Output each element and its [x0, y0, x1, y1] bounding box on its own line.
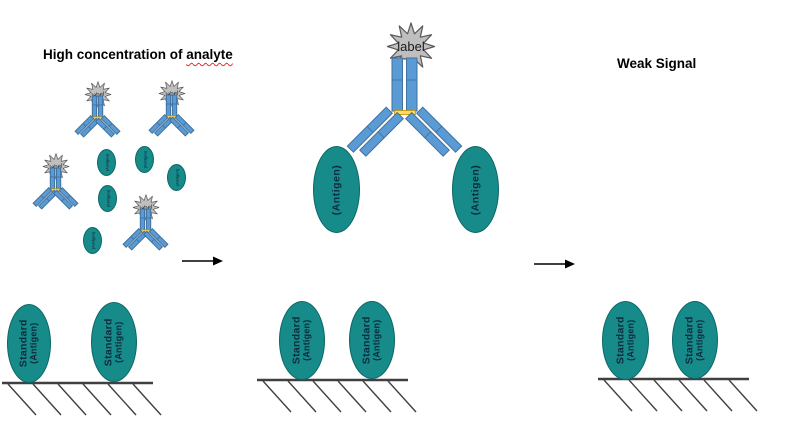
bound-antigen-oval: (Antigen)	[452, 146, 499, 233]
standard-antigen-label: Standard (Antigen)	[361, 316, 382, 364]
left-panel-title: High concentration of analyte	[43, 47, 233, 62]
title-flagged-word: analyte	[186, 47, 233, 62]
standard-antigen-oval: Standard (Antigen)	[279, 301, 325, 380]
standard-antigen-text: (Antigen)	[371, 319, 382, 361]
antibody-stem	[406, 57, 418, 112]
right-arrow-icon	[182, 256, 223, 266]
label-text: label	[139, 205, 152, 213]
standard-antigen-label: Standard (Antigen)	[103, 318, 124, 366]
antigen-label: (Antigen)	[105, 189, 110, 208]
antibody-left-arm	[346, 106, 405, 157]
labeled-antibody: label	[122, 194, 169, 252]
antigen-oval-small: (Antigen)	[167, 164, 186, 191]
antigen-oval-small: (Antigen)	[83, 227, 102, 254]
antigen-oval-small: (Antigen)	[97, 149, 116, 176]
label-text: label	[49, 164, 62, 172]
antigen-label: (Antigen)	[104, 153, 109, 172]
standard-antigen-text: (Antigen)	[113, 321, 124, 363]
standard-antigen-oval: Standard (Antigen)	[7, 304, 51, 383]
labeled-antibody: label	[148, 80, 195, 138]
right-panel-title: Weak Signal	[617, 56, 697, 71]
standard-antigen-label: Standard (Antigen)	[684, 316, 705, 364]
antigen-label: (Antigen)	[469, 164, 482, 215]
label-text: label	[165, 91, 178, 99]
label-text: label	[397, 39, 425, 54]
labeled-antibody: label	[32, 153, 79, 211]
solid-phase-surface	[255, 378, 418, 414]
standard-antigen-label: Standard (Antigen)	[291, 317, 312, 365]
antigen-label: (Antigen)	[174, 168, 179, 187]
bound-antigen-oval: (Antigen)	[313, 146, 360, 233]
antibody-hinge	[394, 110, 416, 115]
standard-antigen-text: (Antigen)	[625, 319, 636, 362]
title-text: High concentration of	[43, 47, 187, 62]
labeled-antibody-large: label	[346, 22, 463, 157]
right-arrow-icon	[534, 259, 575, 269]
standard-antigen-text: (Antigen)	[301, 319, 312, 362]
antigen-oval-small: (Antigen)	[135, 146, 154, 173]
label-text: label	[91, 92, 104, 100]
antigen-oval-small: (Antigen)	[98, 185, 117, 212]
standard-text: Standard	[614, 316, 627, 365]
antibody-right-arm	[404, 106, 463, 157]
labeled-antibody: label	[74, 81, 121, 139]
standard-antigen-label: Standard (Antigen)	[18, 320, 39, 368]
solid-phase-surface	[596, 377, 759, 413]
standard-antigen-oval: Standard (Antigen)	[349, 301, 395, 379]
antigen-label: (Antigen)	[330, 164, 343, 215]
antibody-stem	[391, 57, 403, 112]
solid-phase-surface	[0, 381, 163, 417]
standard-antigen-text: (Antigen)	[694, 319, 705, 361]
standard-antigen-oval: Standard (Antigen)	[91, 302, 137, 382]
standard-antigen-text: (Antigen)	[28, 322, 39, 365]
antigen-label: (Antigen)	[90, 231, 95, 250]
standard-antigen-label: Standard (Antigen)	[614, 316, 636, 365]
standard-antigen-oval: Standard (Antigen)	[672, 301, 718, 379]
antigen-label: (Antigen)	[142, 150, 147, 169]
standard-antigen-oval: Standard (Antigen)	[602, 301, 649, 380]
